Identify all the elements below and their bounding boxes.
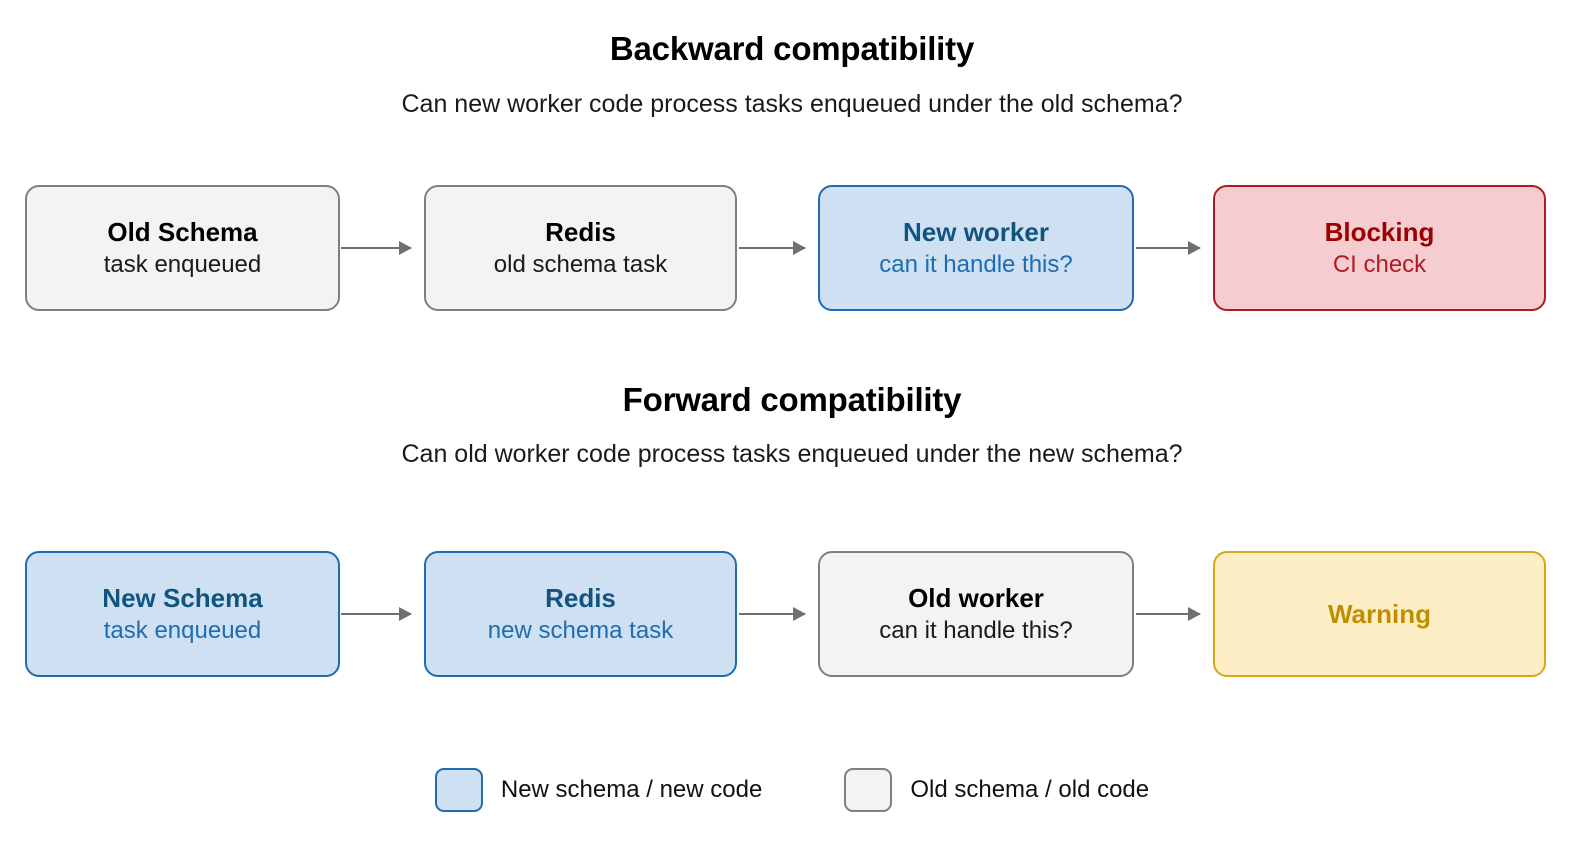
section-title-forward: Forward compatibility bbox=[622, 381, 962, 418]
node-title: Old worker bbox=[908, 583, 1044, 613]
legend-label-new: New schema / new code bbox=[500, 776, 763, 803]
node-redis-old[interactable]: Redis old schema task bbox=[424, 185, 737, 311]
node-subtitle: can it handle this? bbox=[879, 250, 1073, 278]
node-old-schema[interactable]: Old Schema task enqueued bbox=[25, 185, 340, 311]
legend: New schema / new code Old schema / old c… bbox=[0, 768, 1584, 812]
node-warning[interactable]: Warning bbox=[1213, 551, 1546, 677]
node-subtitle: task enqueued bbox=[103, 250, 262, 278]
node-subtitle: new schema task bbox=[487, 616, 674, 644]
arrow-old-schema-to-redis bbox=[341, 241, 412, 255]
section-title-backward: Backward compatibility bbox=[609, 30, 975, 67]
legend-label-old: Old schema / old code bbox=[910, 776, 1150, 803]
arrow-old-worker-to-warning bbox=[1136, 607, 1201, 621]
arrow-new-worker-to-blocking bbox=[1136, 241, 1201, 255]
legend-swatch-new-icon bbox=[434, 768, 483, 812]
node-subtitle: can it handle this? bbox=[879, 616, 1073, 644]
legend-swatch-old-icon bbox=[844, 768, 893, 812]
node-new-schema[interactable]: New Schema task enqueued bbox=[25, 551, 340, 677]
arrow-redis-to-new-worker bbox=[739, 241, 806, 255]
node-blocking-ci-check[interactable]: Blocking CI check bbox=[1213, 185, 1546, 311]
node-title: Blocking bbox=[1324, 217, 1435, 247]
node-title: Redis bbox=[545, 583, 616, 613]
flow-row-backward: Old Schema task enqueued Redis old schem… bbox=[0, 185, 1584, 315]
node-title: Warning bbox=[1327, 598, 1432, 629]
node-title: Old Schema bbox=[107, 217, 258, 247]
node-subtitle: old schema task bbox=[493, 250, 668, 278]
arrow-new-schema-to-redis bbox=[341, 607, 412, 621]
node-subtitle: CI check bbox=[1332, 250, 1427, 278]
node-title: New worker bbox=[903, 217, 1049, 247]
legend-item-new: New schema / new code bbox=[434, 768, 763, 812]
node-new-worker[interactable]: New worker can it handle this? bbox=[818, 185, 1134, 311]
node-old-worker[interactable]: Old worker can it handle this? bbox=[818, 551, 1134, 677]
flow-row-forward: New Schema task enqueued Redis new schem… bbox=[0, 551, 1584, 681]
node-redis-new[interactable]: Redis new schema task bbox=[424, 551, 737, 677]
section-subtitle-backward: Can new worker code process tasks enqueu… bbox=[401, 90, 1183, 118]
section-subtitle-forward: Can old worker code process tasks enqueu… bbox=[401, 440, 1183, 468]
node-subtitle: task enqueued bbox=[103, 616, 262, 644]
node-title: Redis bbox=[545, 217, 616, 247]
node-title: New Schema bbox=[102, 583, 263, 613]
arrow-redis-to-old-worker bbox=[739, 607, 806, 621]
legend-item-old: Old schema / old code bbox=[844, 768, 1149, 812]
